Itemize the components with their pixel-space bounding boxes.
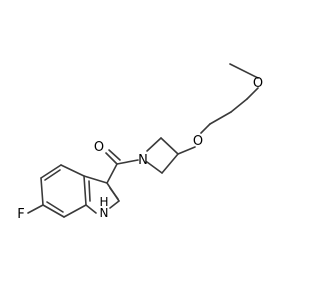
bond-ch2-oether [200,123,211,134]
fluorine-label: F [17,207,24,222]
bond-az-bottom [161,153,179,174]
bond-az-left-bottom [146,161,163,174]
bond-ch2-ch2b [209,111,232,125]
bond-az-left-top [146,137,162,152]
bond-c7-c7a [63,204,87,218]
indole-nh-label: H N [99,195,108,220]
bond-c3-c3a [83,175,108,184]
bond-c6-c7 [42,204,65,218]
indole-h-label: H [99,195,108,209]
bond-n1-c7a [85,204,97,214]
bond-carbonyl-c3 [106,163,118,184]
bond-o-ch2 [246,87,259,100]
carbonyl-oxygen-label: O [94,140,104,155]
bond-c3-c2-inner [109,187,119,200]
methoxy-oxygen-label: O [253,76,263,91]
bond-c-o-double-1 [105,152,118,165]
atom-labels: O O O N F H N [17,76,263,222]
indole-n-label: N [100,206,109,220]
bond-ch3-o [229,63,259,79]
methoxypropyl-chain [177,63,259,155]
bond-c5-c6 [40,177,44,206]
bond-c4-c5-inner [44,169,61,181]
bond-oether-azc [177,146,196,155]
azetidine-nitrogen-label: N [138,153,148,168]
molecule-structure: O O O N F H N [17,63,263,222]
ether-oxygen-label: O [193,134,203,149]
amide-carbonyl [105,149,139,184]
bond-c3a-c4 [60,164,85,177]
bond-c3a-c7a [83,175,87,206]
bond-c-o-double-2 [108,149,121,161]
bond-n-carbonyl [116,159,139,165]
bond-c3a-c7a-inner [88,180,91,202]
bond-c2-n1 [109,200,120,209]
azetidine-ring [146,137,179,174]
bond-ch2-ch2 [230,98,248,113]
bond-c6-f [27,204,44,214]
indole-pyrrole-ring [83,175,120,214]
bond-c4-c5 [40,164,62,179]
bond-az-top [160,137,179,155]
bond-c6-c7-inner [46,201,64,213]
indole-benzene-ring [27,164,91,218]
